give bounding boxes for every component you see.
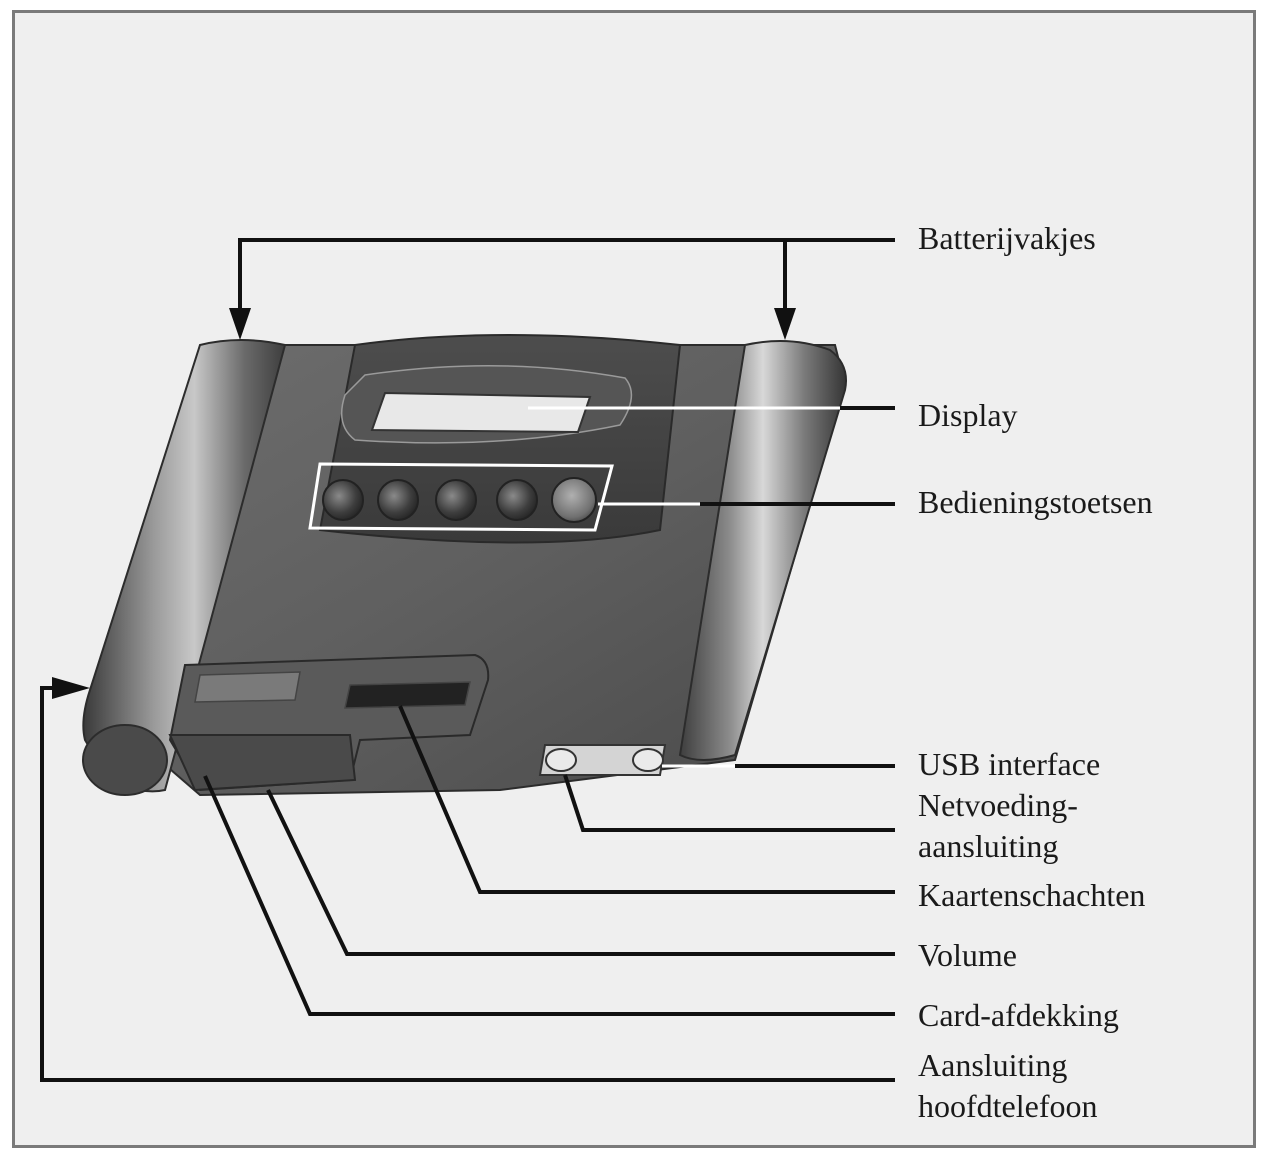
button-5[interactable] <box>551 477 597 523</box>
label-display: Display <box>918 397 1018 433</box>
button-1[interactable] <box>322 479 364 521</box>
label-netvoeding-line2: aansluiting <box>918 828 1059 864</box>
callout-arrowheads <box>52 308 796 699</box>
callout-volume <box>266 789 895 956</box>
battery-compartment-right <box>678 340 847 761</box>
connector-panel <box>538 744 667 776</box>
card-slot-area <box>168 653 490 792</box>
label-kaartenschachten: Kaartenschachten <box>918 877 1146 913</box>
arrow-down-right-icon <box>774 308 796 340</box>
label-netvoeding-line1: Netvoeding- <box>918 787 1078 823</box>
label-card-afdekking: Card-afdekking <box>918 997 1119 1033</box>
control-buttons <box>308 462 614 532</box>
callout-batterijvakjes <box>238 238 895 330</box>
label-bedieningstoetsen: Bedieningstoetsen <box>918 484 1153 520</box>
display-window <box>370 391 592 434</box>
label-volume: Volume <box>918 937 1017 973</box>
label-batterijvakjes: Batterijvakjes <box>918 220 1096 256</box>
power-port-icon <box>545 748 577 772</box>
usb-port-icon <box>632 748 664 772</box>
callout-lines <box>40 238 895 1082</box>
callout-kaartenschachten <box>398 705 895 894</box>
button-3[interactable] <box>435 479 477 521</box>
callout-netvoeding <box>563 774 895 832</box>
arrow-right-icon <box>52 677 90 699</box>
button-2[interactable] <box>377 479 419 521</box>
label-usb-interface: USB interface <box>918 746 1101 782</box>
arrow-down-left-icon <box>229 308 251 340</box>
label-aansluiting-line2: hoofdtelefoon <box>918 1088 1098 1124</box>
battery-compartment-left <box>82 339 287 796</box>
button-4[interactable] <box>496 479 538 521</box>
label-aansluiting-line1: Aansluiting <box>918 1047 1068 1083</box>
callout-card-afdekking <box>203 775 895 1016</box>
